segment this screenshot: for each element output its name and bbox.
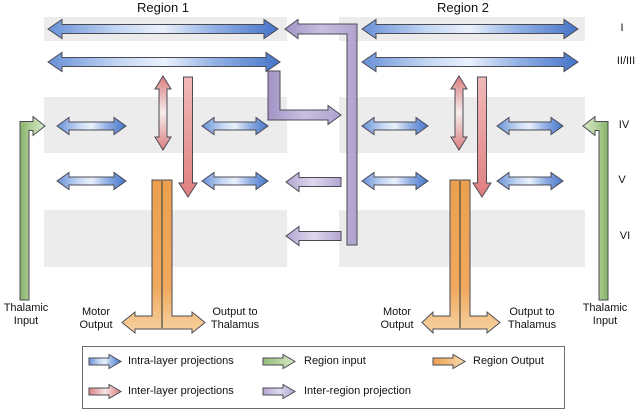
thalamic-input-label-right: Thalamic Input (582, 302, 628, 327)
region1-layer5-intra-arrow-right (201, 171, 269, 191)
region2-motor-output-label: Motor Output (380, 306, 414, 331)
region1-layer23-intra-arrow (47, 51, 281, 73)
region2-layer5-intra-arrow-right (496, 171, 564, 191)
region2-output-trunk (421, 179, 501, 335)
region1-output-to-thalamus-label: Output to Thalamus (210, 306, 260, 331)
legend-inter-layer-label: Inter-layer projections (128, 385, 234, 397)
legend-inter-region-arrow-icon (262, 383, 296, 400)
layer-label-4: IV (618, 119, 630, 131)
legend-intra-layer-label: Intra-layer projections (128, 355, 234, 367)
region1-layer1-intra-arrow (47, 18, 279, 40)
region1-input-arrow (19, 115, 46, 301)
legend-region-input-label: Region input (304, 355, 366, 367)
region2-input-arrow (582, 115, 609, 301)
legend-region-output-label: Region Output (473, 355, 544, 367)
layer-label-6: VI (619, 230, 631, 242)
interregion-feedback-arrow-layer5 (285, 171, 342, 193)
thalamic-input-label-left: Thalamic Input (3, 302, 49, 327)
region1-output-trunk (121, 179, 206, 335)
layer-label-23: II/III (616, 55, 636, 67)
interregion-feedback-arrow-layer6 (285, 225, 342, 247)
region1-interlayer-arrow-down (178, 76, 198, 198)
region1-layer4-intra-arrow-right (201, 116, 269, 136)
layer-label-5: V (618, 174, 626, 186)
legend-inter-region-label: Inter-region projection (304, 385, 412, 397)
region1-layer5-intra-arrow-left (56, 171, 127, 191)
interregion-feedforward-arrow (267, 70, 342, 126)
region2-layer4-intra-arrow-left (361, 116, 429, 136)
region2-output-to-thalamus-label: Output to Thalamus (507, 306, 557, 331)
legend-inter-layer-arrow-icon (88, 383, 122, 400)
legend-intra-layer-arrow-icon (88, 353, 122, 370)
layer-label-1: I (620, 22, 624, 34)
legend-region-input-arrow-icon (262, 353, 296, 370)
region2-layer23-intra-arrow (361, 51, 579, 73)
region1-layer4-intra-arrow-left (56, 116, 127, 136)
region2-title: Region 2 (436, 0, 490, 15)
region2-layer5-intra-arrow-left (361, 171, 429, 191)
region2-interlayer-arrow-down (472, 76, 492, 198)
region2-layer1-intra-arrow (361, 18, 579, 40)
region1-interlayer-arrow-bidirectional (154, 75, 172, 151)
region2-interlayer-arrow-bidirectional (450, 75, 468, 151)
interregion-feedback-arrow-layer1 (284, 18, 358, 246)
legend-region-output-arrow-icon (432, 353, 466, 370)
region2-layer4-intra-arrow-right (496, 116, 564, 136)
region1-motor-output-label: Motor Output (79, 306, 113, 331)
region1-title: Region 1 (136, 0, 190, 15)
